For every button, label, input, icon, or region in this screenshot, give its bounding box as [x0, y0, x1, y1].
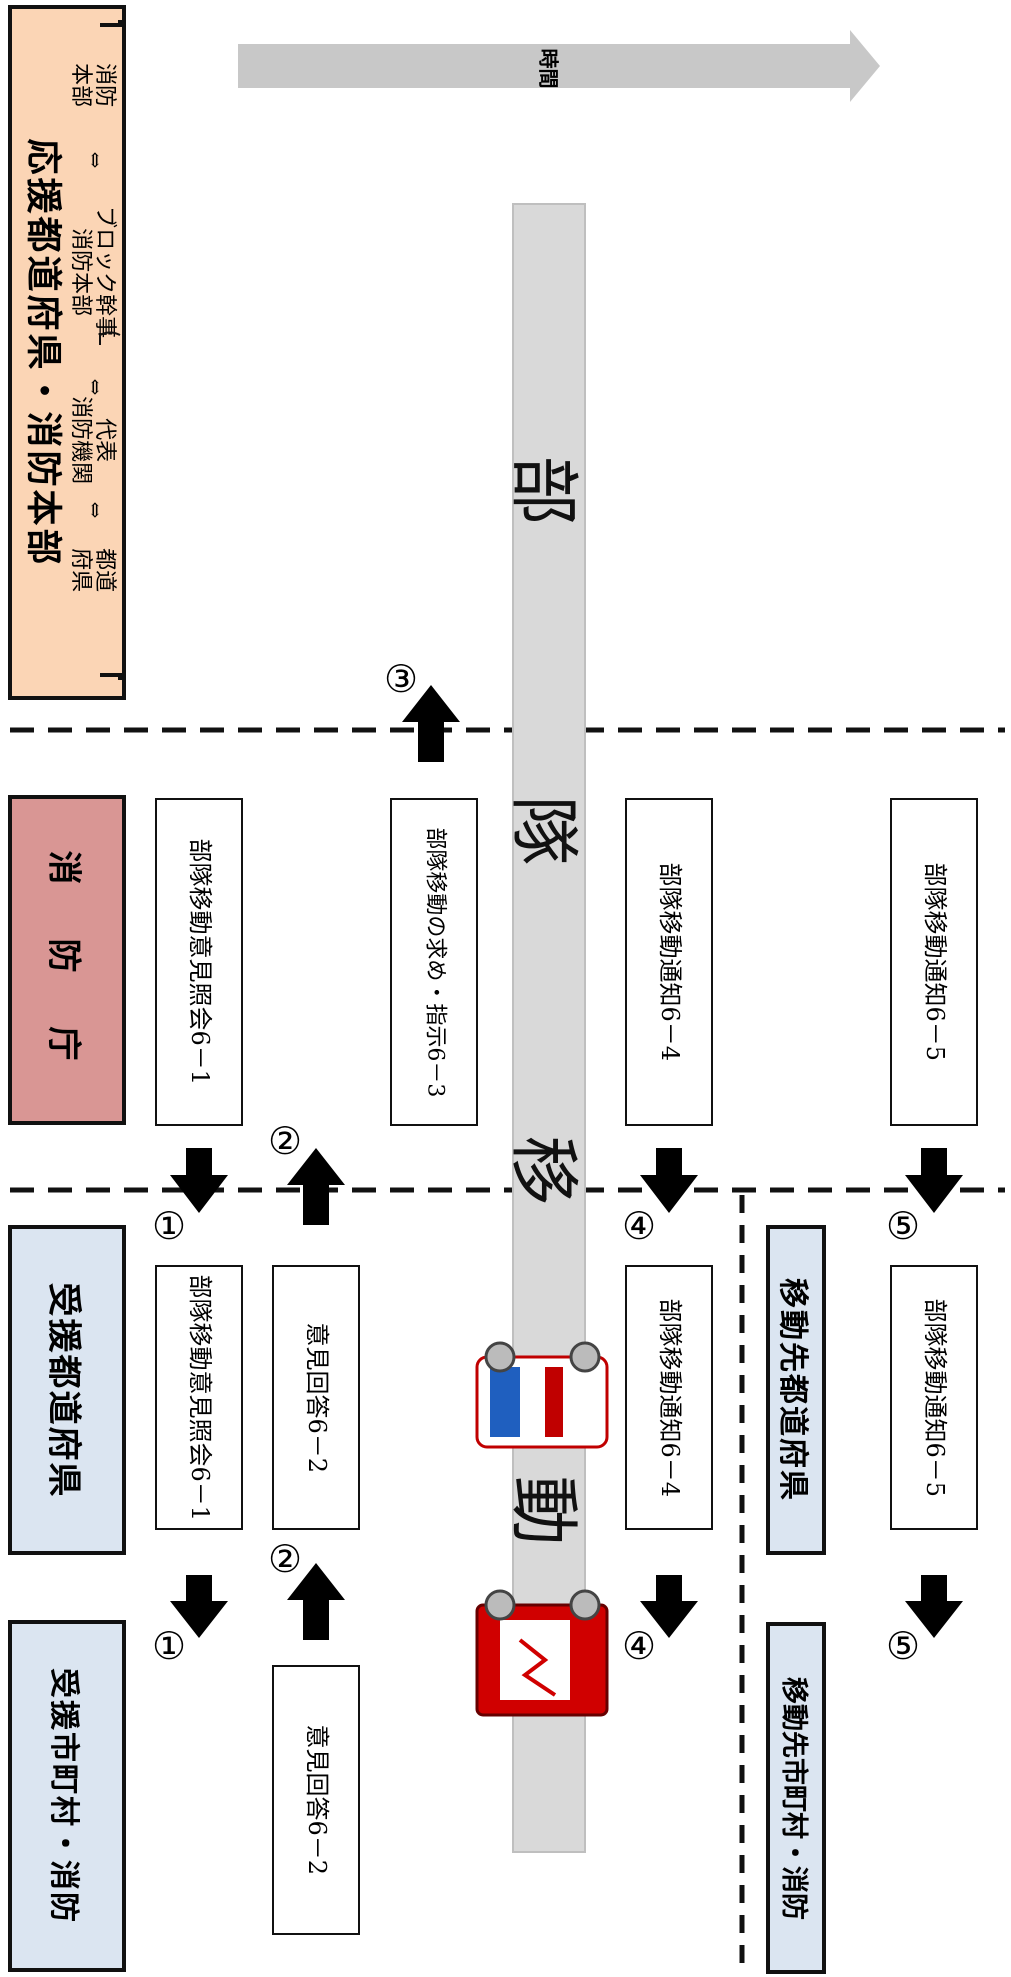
- step-4-lower: ④: [622, 1624, 657, 1668]
- pref-box-6-1: [155, 1265, 243, 1530]
- time-arrow: [238, 30, 880, 102]
- unit-movement-band: [512, 203, 586, 1853]
- support-pref-header: [8, 5, 126, 700]
- pref-box-6-4: [625, 1265, 713, 1530]
- fdma-box-6-3: [390, 798, 478, 1126]
- fdma-box-6-1: [155, 798, 243, 1126]
- recv-muni-header: [8, 1620, 126, 1972]
- fire-truck-icon: [475, 1589, 609, 1717]
- step-4-upper: ④: [622, 1204, 657, 1248]
- ambulance-icon: [475, 1341, 609, 1449]
- muni-box-6-2: [272, 1665, 360, 1935]
- step-2-lower: ②: [268, 1537, 303, 1581]
- step-5-upper: ⑤: [886, 1204, 921, 1248]
- step-3: ③: [384, 657, 419, 701]
- dest-pref-header: [766, 1225, 826, 1555]
- support-brackets: [99, 20, 122, 680]
- fdma-header: [8, 795, 126, 1125]
- dest-muni-header: [766, 1622, 826, 1974]
- step-2-upper: ②: [268, 1119, 303, 1163]
- fdma-box-6-5: [890, 798, 978, 1126]
- recv-pref-header: [8, 1225, 126, 1555]
- fdma-box-6-4: [625, 798, 713, 1126]
- step-5-lower: ⑤: [886, 1624, 921, 1668]
- dest-box-6-5: [890, 1265, 978, 1530]
- step-1-lower: ①: [152, 1624, 187, 1668]
- pref-box-6-2: [272, 1265, 360, 1530]
- step-1-upper: ①: [152, 1204, 187, 1248]
